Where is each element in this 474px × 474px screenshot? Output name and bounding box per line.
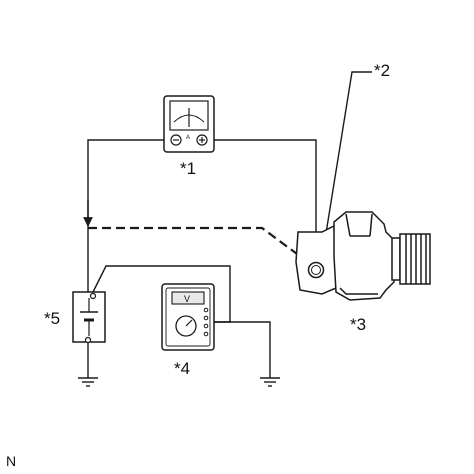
wire-ammeter-to-battery — [87, 139, 176, 292]
generator — [295, 211, 431, 301]
battery-negative-post — [84, 336, 92, 344]
label-battery: *5 — [44, 309, 60, 328]
generator-housing-fins — [345, 213, 373, 237]
ammeter: A — [163, 95, 215, 153]
multimeter-jack-3 — [203, 323, 209, 329]
generator-terminal-b-inner — [311, 265, 321, 275]
ground-icon — [260, 377, 280, 387]
dashed-wire-battery-to-terminal — [88, 226, 317, 269]
label-generator: *3 — [350, 315, 366, 334]
ammeter-scale-letter: A — [186, 135, 190, 141]
multimeter-jack-1 — [203, 307, 209, 313]
wire-multimeter-to-ground — [214, 321, 271, 378]
terminal-leader-line — [321, 71, 372, 259]
label-multimeter: *4 — [174, 359, 190, 378]
battery-positive-post — [89, 292, 97, 300]
generator-housing — [333, 211, 395, 301]
multimeter-jack-4 — [203, 331, 209, 337]
label-ammeter: *1 — [180, 159, 196, 178]
battery — [72, 291, 106, 344]
multimeter-dial-pointer — [185, 319, 193, 327]
wire-ammeter-to-terminal — [206, 139, 317, 262]
ground-icon — [78, 377, 98, 387]
generator-pulley-hub — [391, 237, 401, 281]
generator-pulley — [399, 233, 431, 285]
label-terminal: *2 — [374, 61, 390, 80]
multimeter-inner-frame — [165, 287, 211, 347]
multimeter-jack-2 — [203, 315, 209, 321]
multimeter: V — [161, 283, 215, 351]
generator-lower-edge — [339, 287, 378, 295]
multimeter-display — [171, 291, 205, 305]
generator-rear-bracket — [295, 224, 337, 295]
corner-mark: N — [6, 453, 16, 469]
multimeter-display-letter: V — [184, 294, 190, 304]
